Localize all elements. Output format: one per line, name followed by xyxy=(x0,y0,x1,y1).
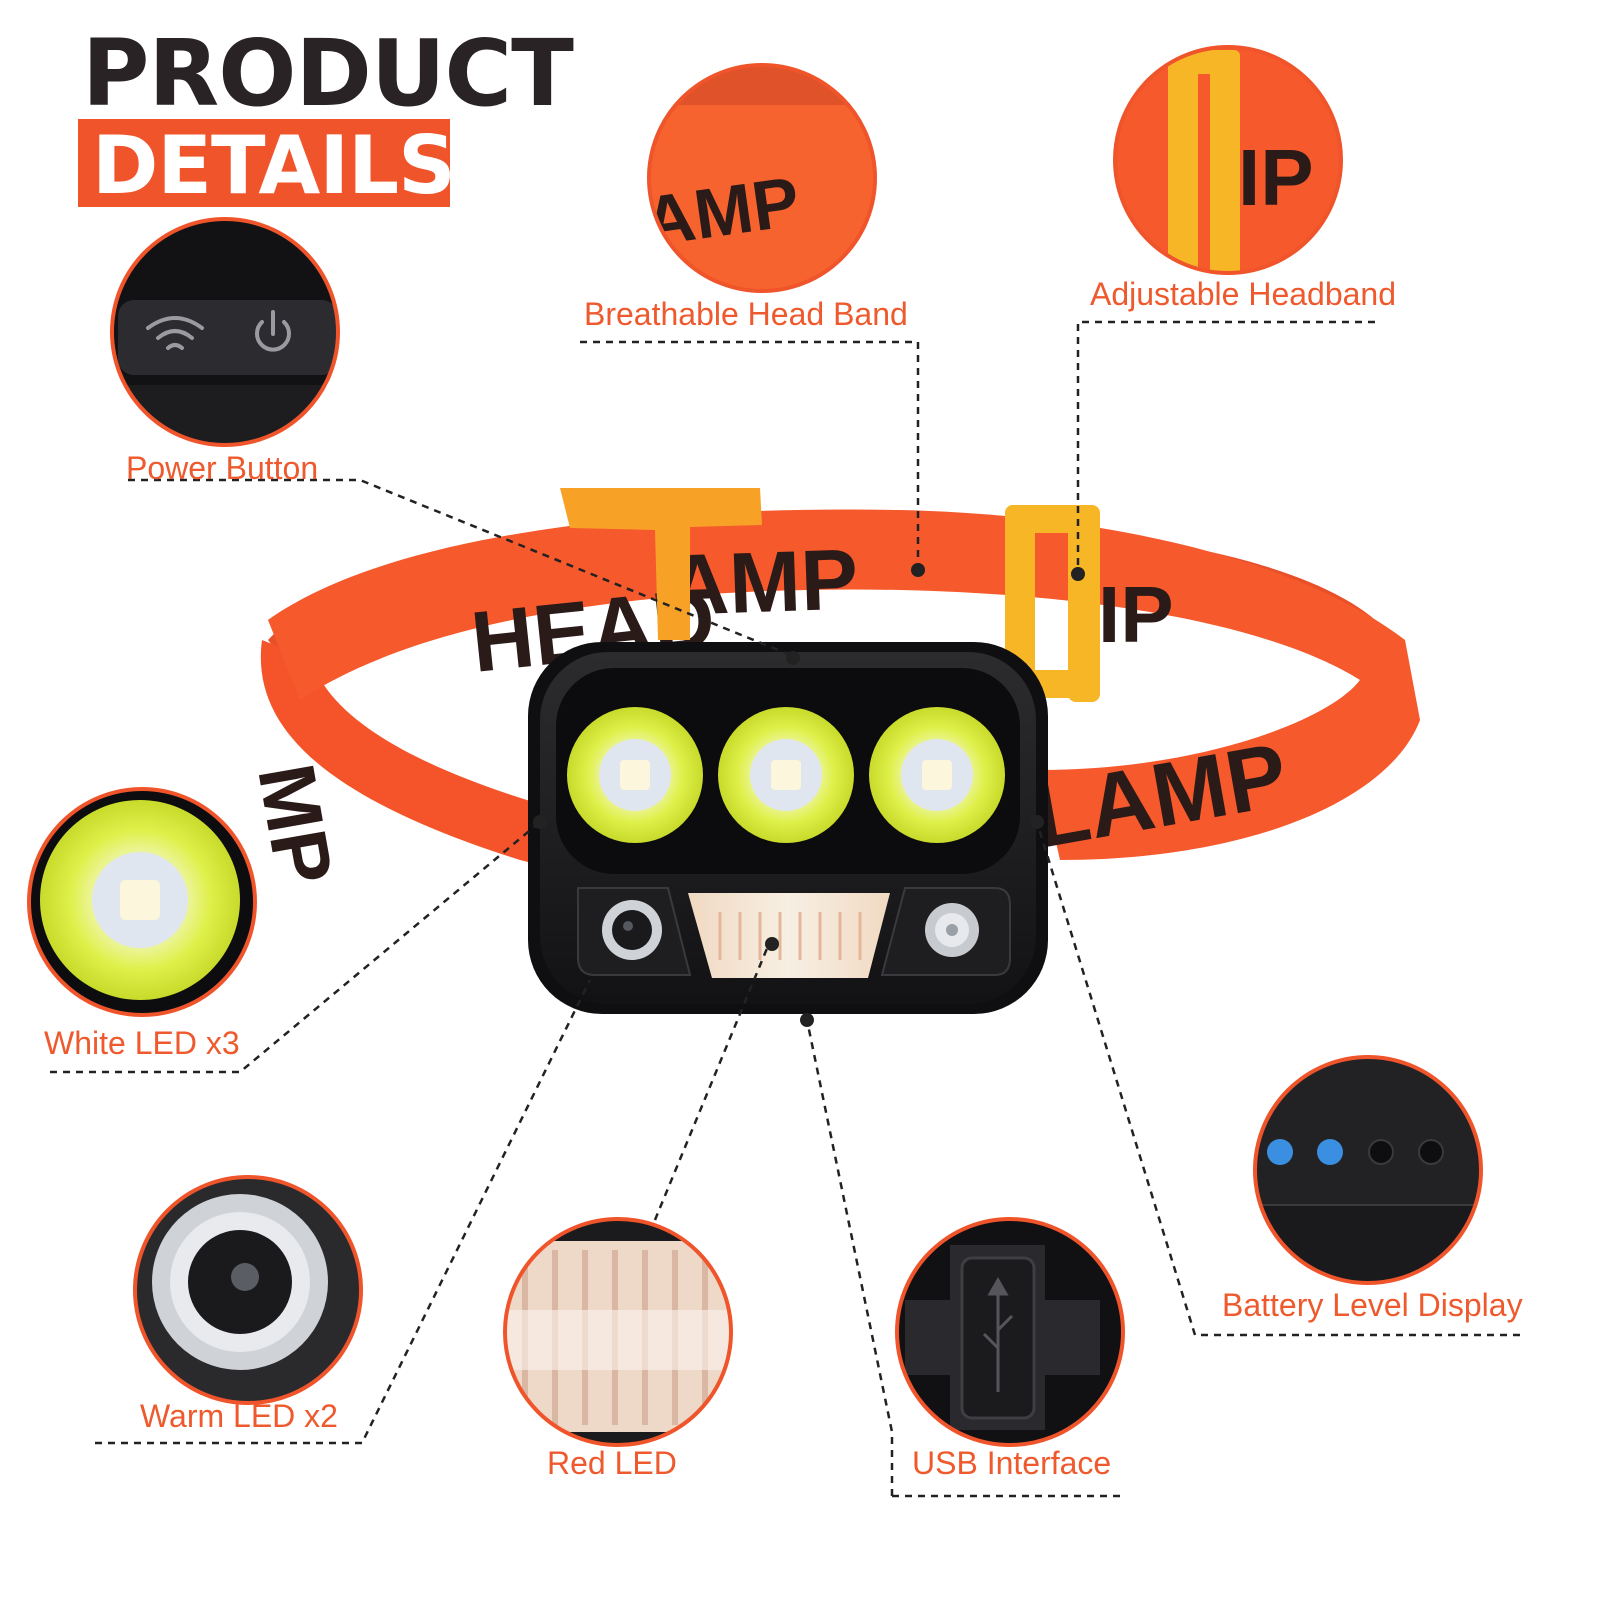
zoom-red-led xyxy=(503,1217,733,1447)
page-title-line2: DETAILS xyxy=(92,119,456,212)
leader-dots xyxy=(533,563,1085,1027)
battery-dot-3 xyxy=(1368,1139,1394,1165)
usb-icon xyxy=(982,1276,1014,1392)
zoom-usb-interface xyxy=(895,1217,1125,1447)
title-badge xyxy=(78,119,450,207)
indicator-light-icon xyxy=(925,903,979,957)
leader-lines xyxy=(50,320,1520,1498)
warm-light-strip-icon xyxy=(688,893,890,978)
label-warm-led: Warm LED x2 xyxy=(140,1398,338,1434)
band-print-amp: AMP xyxy=(665,531,859,634)
zoom-battery-level-display xyxy=(1253,1055,1483,1285)
battery-dot-4 xyxy=(1418,1139,1444,1165)
buckle-left xyxy=(560,488,762,640)
zoom-breathable-band: AMP xyxy=(647,63,877,293)
label-red-led: Red LED xyxy=(547,1445,677,1481)
battery-level-dots xyxy=(1267,1139,1444,1165)
sensor-icon xyxy=(602,900,662,960)
label-adjustable-headband: Adjustable Headband xyxy=(1090,276,1397,312)
label-battery-level-display: Battery Level Display xyxy=(1222,1287,1523,1323)
battery-dot-1 xyxy=(1267,1139,1293,1165)
signal-icon xyxy=(146,316,204,350)
power-icon xyxy=(255,310,291,352)
white-led-3-icon xyxy=(869,707,1005,843)
zoom-white-led xyxy=(27,787,257,1017)
zoom-adjustable-headband: IP xyxy=(1113,45,1343,275)
white-led-2-icon xyxy=(718,707,854,843)
label-white-led: White LED x3 xyxy=(44,1025,240,1061)
zoom-power-button xyxy=(110,217,340,447)
battery-dot-2 xyxy=(1317,1139,1343,1165)
label-usb-interface: USB Interface xyxy=(912,1445,1112,1481)
page-title-line1: PRODUCT xyxy=(82,20,574,127)
lamp-housing xyxy=(528,642,1048,1014)
band-print-mp: MP xyxy=(241,757,349,891)
band-print-lamp: LAMP xyxy=(1026,725,1294,868)
band-print-ip: IP xyxy=(1098,570,1174,659)
zoom-adj-text: IP xyxy=(1238,133,1314,222)
label-power-button: Power Button xyxy=(126,450,319,486)
label-breathable-head-band: Breathable Head Band xyxy=(584,296,908,332)
white-led-1-icon xyxy=(567,707,703,843)
zoom-warm-led xyxy=(133,1175,363,1405)
